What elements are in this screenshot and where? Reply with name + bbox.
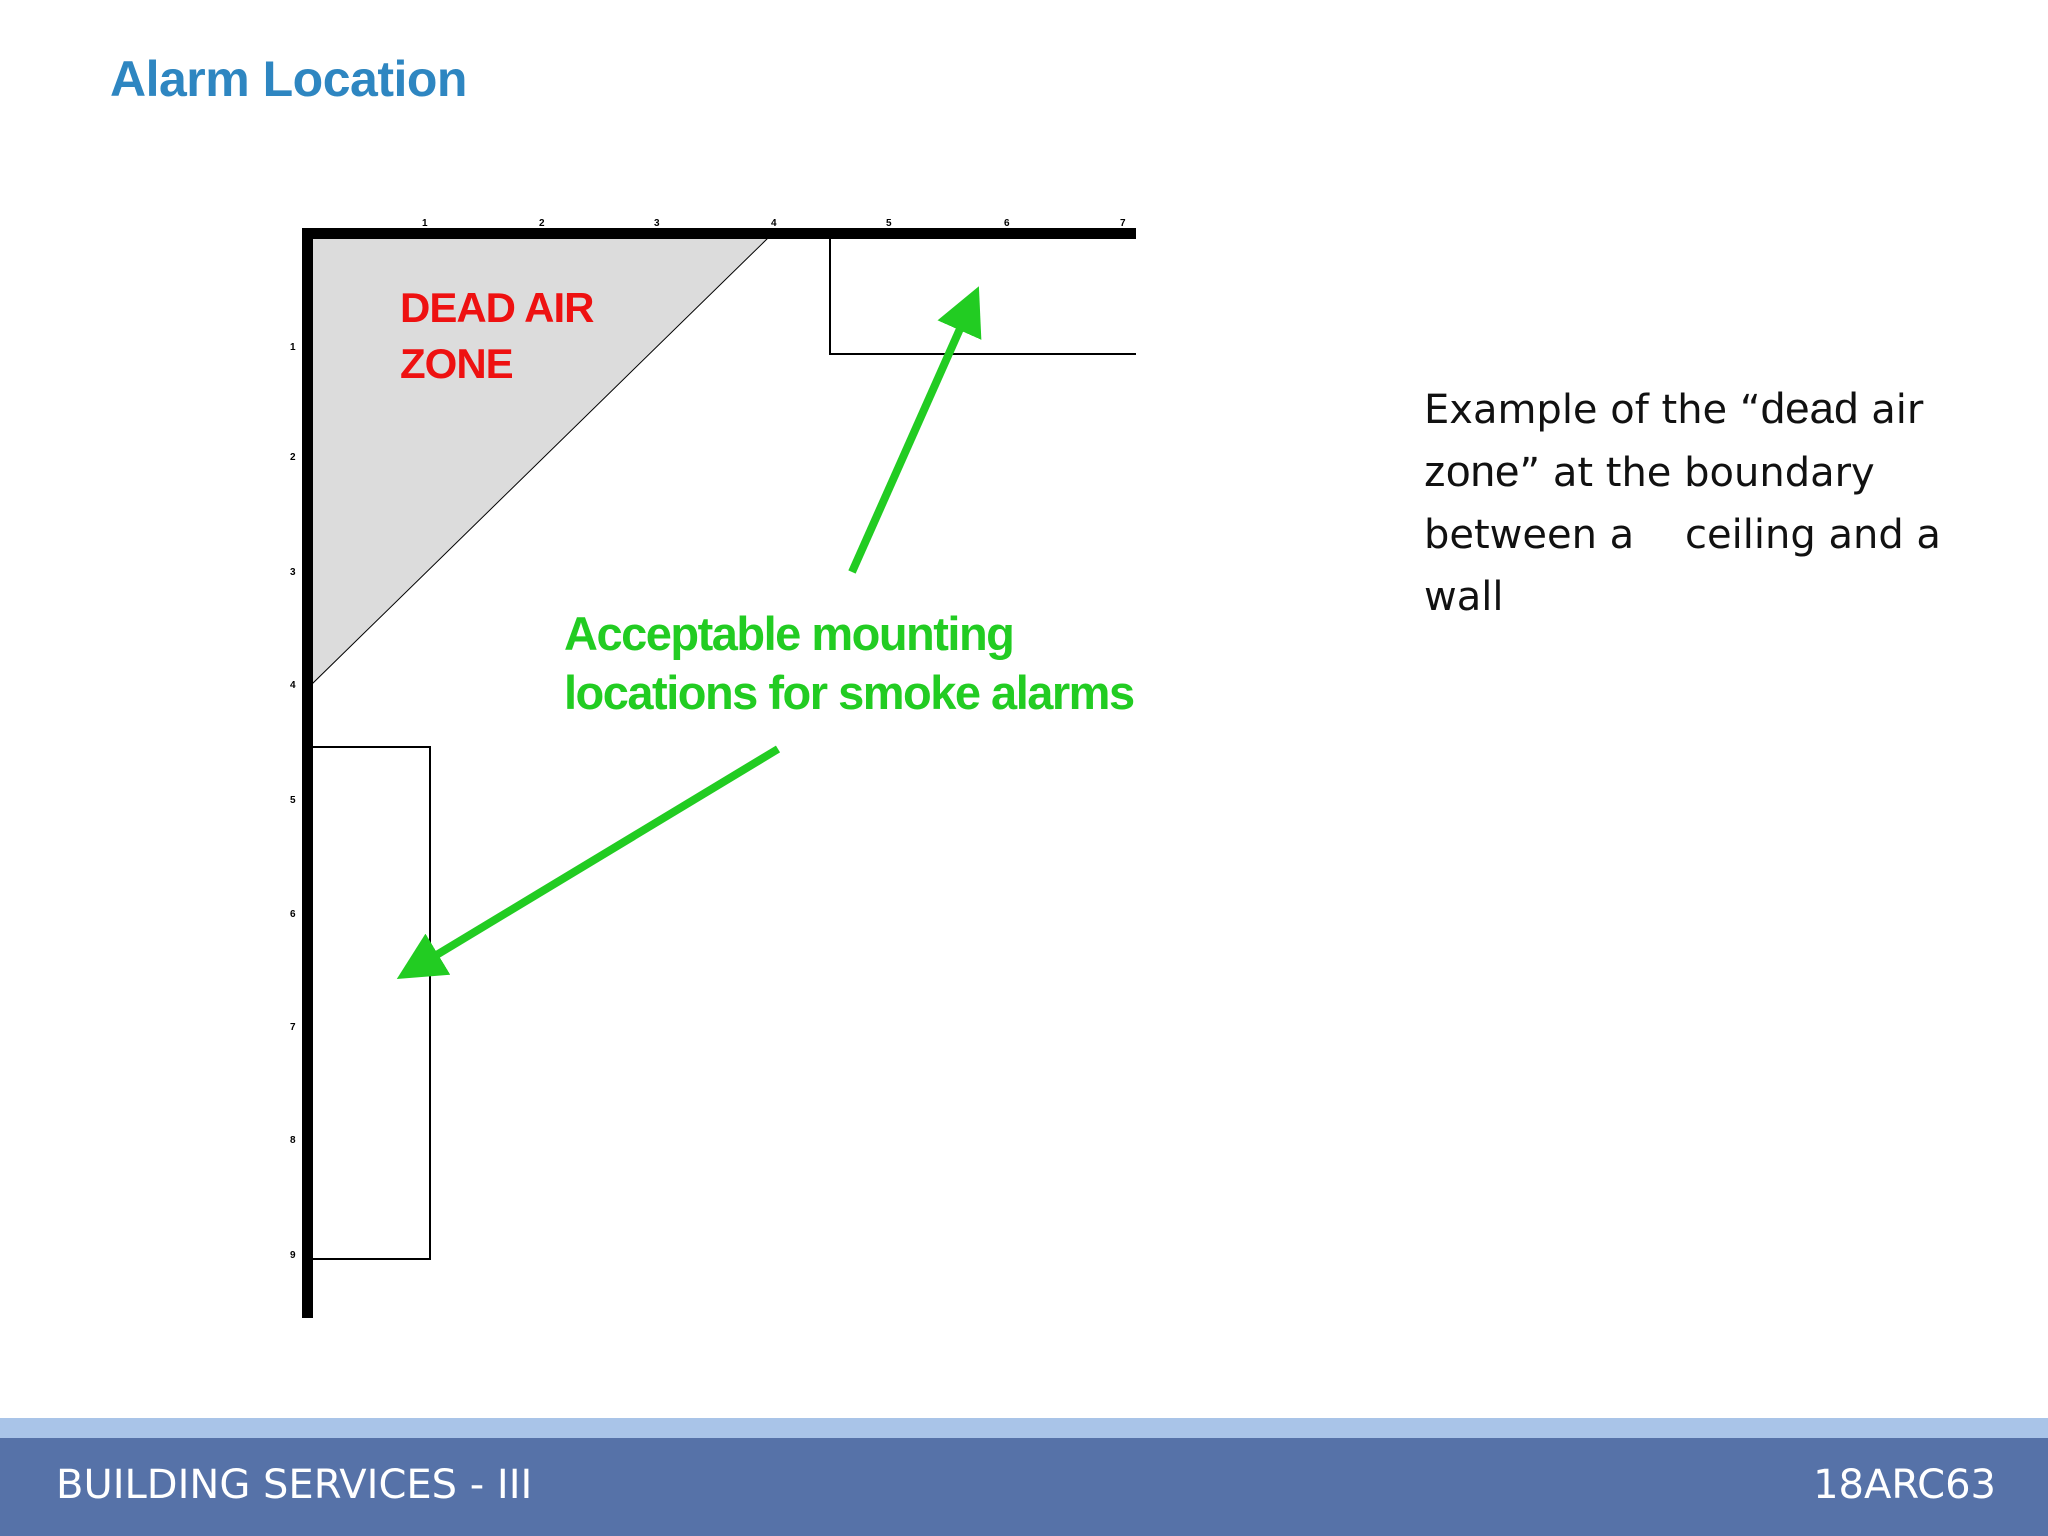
footer-stripe [0, 1418, 2048, 1438]
left-tick-3: 3 [290, 567, 296, 578]
top-tick-5: 5 [886, 218, 892, 229]
acceptable-label-line1: Acceptable mounting [564, 607, 1013, 660]
top-tick-3: 3 [654, 218, 660, 229]
top-tick-4: 4 [771, 218, 777, 229]
description-text: Example of the “dead air zone” at the bo… [1424, 378, 1984, 628]
footer-course-code: 18ARC63 [1813, 1462, 1996, 1508]
left-tick-4: 4 [290, 680, 296, 691]
left-tick-7: 7 [290, 1022, 296, 1033]
acceptable-label-line2: locations for smoke alarms [564, 666, 1134, 719]
ceiling-mounting-zone [829, 238, 1136, 355]
left-tick-2: 2 [290, 452, 296, 463]
wall-line [302, 228, 313, 1318]
left-tick-8: 8 [290, 1135, 296, 1146]
arrow-to-ceiling-zone [848, 286, 982, 574]
left-tick-6: 6 [290, 909, 296, 920]
left-tick-9: 9 [290, 1250, 296, 1261]
top-tick-2: 2 [539, 218, 545, 229]
top-tick-7: 7 [1120, 218, 1126, 229]
left-tick-5: 5 [290, 795, 296, 806]
arrow-to-wall-zone [396, 745, 781, 979]
left-tick-labels: 1 2 3 4 5 6 7 8 9 [290, 342, 296, 1261]
description-part-3: air [1858, 387, 1924, 433]
footer-bar [0, 1438, 2048, 1536]
top-tick-6: 6 [1004, 218, 1010, 229]
top-tick-labels: 1 2 3 4 5 6 7 [422, 218, 1126, 229]
description-part-5: ” at the boundary between a ceiling and … [1424, 450, 1941, 620]
dead-air-label-line2: ZONE [400, 340, 513, 387]
wall-mounting-zone [307, 746, 431, 1260]
description-part-4: zone [1424, 447, 1520, 496]
ceiling-line [302, 228, 1136, 239]
left-tick-1: 1 [290, 342, 296, 353]
description-part-1: Example of the “ [1424, 387, 1761, 433]
slide-title: Alarm Location [110, 51, 467, 107]
footer-course-title: BUILDING SERVICES - III [56, 1462, 533, 1508]
dead-air-label-line1: DEAD AIR [400, 284, 594, 331]
top-tick-1: 1 [422, 218, 428, 229]
description-part-2: dead [1760, 384, 1859, 433]
